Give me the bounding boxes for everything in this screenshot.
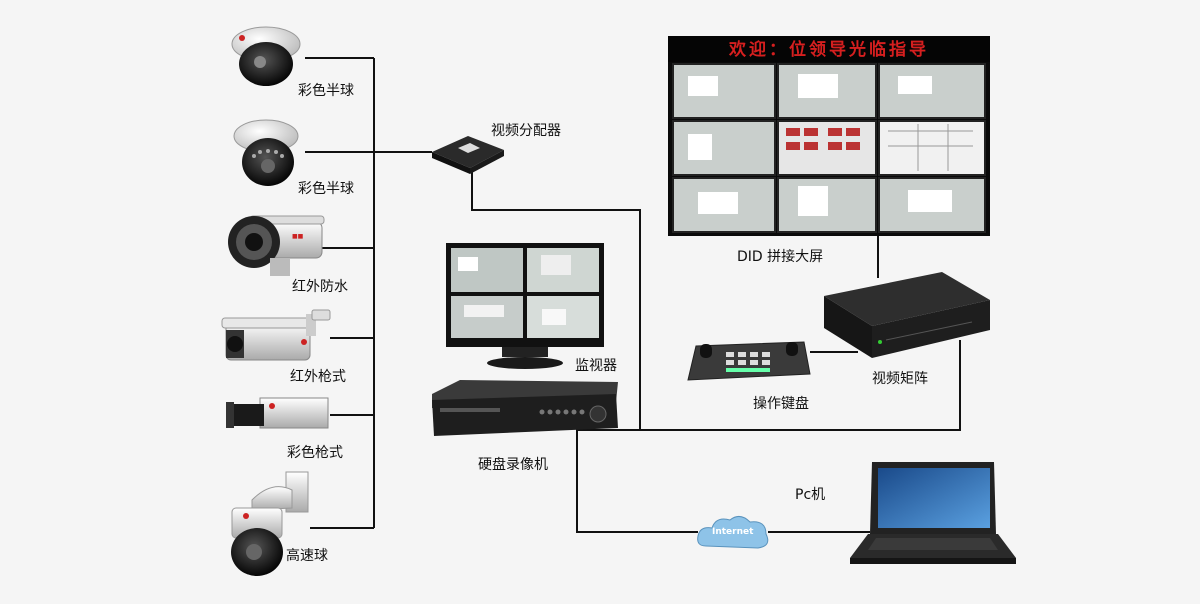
box-camera-icon [226,397,329,429]
laptop-icon [850,462,1016,564]
monitor [446,243,604,375]
pc-label: Pc机 [795,487,826,503]
dvr-icon [432,380,618,436]
camera-label-6: 高速球 [286,548,328,564]
speed-dome-camera [222,470,314,582]
box-camera [226,394,332,438]
video-splitter-icon [432,136,504,174]
svg-text:■■: ■■ [292,233,304,240]
internet-label: Internet [712,527,754,537]
speed-dome-camera-icon [231,471,309,576]
dvr-label: 硬盘录像机 [478,457,548,473]
dome-camera-1 [228,24,306,98]
dome-camera-2 [230,118,308,194]
video-wall-title: 欢迎：位领导光临指导 [728,39,929,60]
splitter-label: 视频分配器 [491,123,561,139]
video-wall: 欢迎：位领导光临指导 [668,36,990,240]
dome-camera-icon [233,119,299,186]
monitor-icon [446,243,604,369]
monitor-label: 监视器 [575,358,617,374]
camera-label-5: 彩色枪式 [287,445,343,461]
control-keyboard-icon [687,341,811,381]
cloud-icon [697,516,769,549]
dvr [430,378,620,444]
video-wall-label: DID 拼接大屏 [737,249,824,265]
laptop [848,460,1018,570]
camera-label-3: 红外防水 [292,279,348,295]
control-keyboard [686,338,812,390]
matrix-label: 视频矩阵 [872,371,928,387]
dome-camera-icon [231,26,301,86]
ir-bullet-camera-icon [221,309,331,361]
camera-label-2: 彩色半球 [298,181,354,197]
camera-label-1: 彩色半球 [298,83,354,99]
camera-label-4: 红外枪式 [290,369,346,385]
video-splitter [428,132,508,180]
video-wall-icon: 欢迎：位领导光临指导 [668,36,990,236]
internet-cloud [694,512,772,558]
video-matrix [822,270,992,366]
ir-bullet-camera [220,308,332,370]
ir-waterproof-camera: ■■ [222,212,326,288]
video-matrix-icon [824,272,990,358]
keyboard-label: 操作键盘 [753,396,809,412]
ir-waterproof-camera-icon: ■■ [228,215,325,276]
